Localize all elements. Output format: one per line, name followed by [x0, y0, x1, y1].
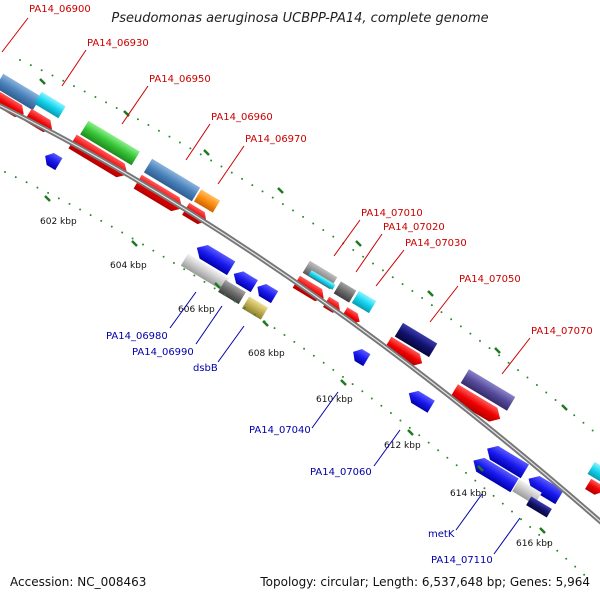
guide-tracks [4, 59, 600, 581]
gene-label[interactable]: PA14_06960 [211, 112, 273, 123]
gene-label[interactable]: PA14_07060 [310, 467, 372, 478]
gene-feature[interactable] [42, 150, 63, 171]
genome-backbone-highlight [0, 105, 600, 523]
gene-feature[interactable] [460, 369, 516, 411]
gene-feature[interactable] [193, 241, 236, 276]
gene-feature[interactable] [193, 189, 221, 213]
tick-label: 612 kbp [384, 441, 421, 451]
gene-feature[interactable] [143, 158, 201, 202]
gene-feature[interactable] [254, 281, 279, 304]
gene-label[interactable]: PA14_06980 [106, 331, 168, 342]
gene-label[interactable]: PA14_07030 [405, 238, 467, 249]
tick-label: 602 kbp [40, 217, 77, 227]
gene-feature[interactable] [384, 336, 425, 370]
gene-label[interactable]: PA14_07040 [249, 425, 311, 436]
reverse-leaders [169, 291, 521, 555]
gene-feature[interactable] [405, 387, 435, 413]
gene-feature[interactable] [241, 296, 269, 320]
gene-label[interactable]: PA14_07020 [383, 222, 445, 233]
gene-feature[interactable] [34, 91, 66, 119]
reverse-labels: PA14_06980 PA14_06990 dsbB PA14_07040 PA… [106, 331, 493, 566]
gene-label[interactable]: PA14_07070 [531, 326, 593, 337]
tick-marks [39, 78, 568, 534]
gene-feature[interactable] [469, 454, 519, 493]
tick-label: 614 kbp [450, 489, 487, 499]
gene-feature[interactable] [0, 91, 27, 120]
gene-label[interactable]: PA14_07050 [459, 274, 521, 285]
tick-label: 606 kbp [178, 305, 215, 315]
gene-feature[interactable] [512, 479, 542, 505]
gene-feature[interactable] [218, 279, 246, 305]
gene-label[interactable]: PA14_06930 [87, 38, 149, 49]
forward-labels: PA14_06900 PA14_06930 PA14_06950 PA14_06… [29, 4, 593, 337]
tick-label: 604 kbp [110, 261, 147, 271]
accession-text: Accession: NC_008463 [10, 575, 146, 589]
tick-label: 608 kbp [248, 349, 285, 359]
tick-labels: 602 kbp 604 kbp 606 kbp 608 kbp 610 kbp … [40, 217, 553, 549]
gene-label[interactable]: PA14_06950 [149, 74, 211, 85]
tick-label: 610 kbp [316, 395, 353, 405]
gene-label[interactable]: metK [428, 529, 455, 540]
gene-label[interactable]: PA14_06990 [132, 347, 194, 358]
gene-label[interactable]: dsbB [193, 363, 218, 374]
genome-title: Pseudomonas aeruginosa UCBPP-PA14, compl… [111, 11, 488, 26]
gene-label[interactable]: PA14_07110 [431, 555, 493, 566]
gene-feature[interactable] [394, 322, 438, 358]
gene-feature[interactable] [0, 73, 41, 111]
gene-feature[interactable] [180, 253, 230, 291]
gene-label[interactable]: PA14_07010 [361, 208, 423, 219]
gene-feature[interactable] [585, 478, 600, 498]
gene-feature[interactable] [350, 346, 371, 367]
gene-feature[interactable] [587, 461, 600, 483]
gene-feature[interactable] [526, 496, 552, 518]
topology-text: Topology: circular; Length: 6,537,648 bp… [259, 575, 590, 589]
gene-feature[interactable] [308, 270, 336, 290]
gene-label[interactable]: PA14_06900 [29, 4, 91, 15]
gene-feature[interactable] [449, 384, 505, 426]
gene-label[interactable]: PA14_06970 [245, 134, 307, 145]
gene-feature[interactable] [333, 281, 357, 303]
tick-label: 616 kbp [516, 539, 553, 549]
gene-feature[interactable] [80, 120, 140, 166]
forward-leaders [1, 17, 531, 375]
gene-feature[interactable] [230, 268, 258, 293]
gene-feature[interactable] [483, 442, 529, 479]
gene-feature[interactable] [351, 290, 377, 314]
gene-feature[interactable] [524, 472, 564, 505]
